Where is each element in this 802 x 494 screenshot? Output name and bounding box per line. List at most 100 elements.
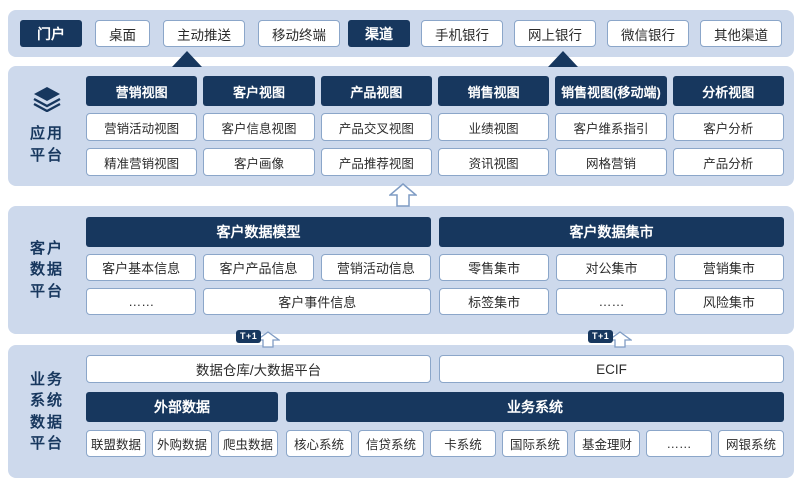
external-item: 联盟数据: [86, 430, 146, 457]
t-plus-1-arrow: T+1: [236, 330, 282, 348]
biz-top-row: 数据仓库/大数据平台 ECIF: [86, 355, 784, 383]
t1-badge: T+1: [588, 330, 614, 343]
channel-label: 渠道: [348, 20, 410, 47]
system-item: 国际系统: [501, 430, 568, 457]
system-item: ……: [646, 430, 713, 457]
mart-item: 零售集市: [439, 254, 550, 281]
view-column: 分析视图 客户分析 产品分析: [672, 76, 784, 176]
side-label-line: 系统: [29, 392, 64, 410]
view-item: 产品分析: [672, 148, 784, 176]
customer-data-model-section: 客户数据模型 客户基本信息 客户产品信息 营销活动信息 …… 客户事件信息: [86, 217, 431, 315]
mart-item: 风险集市: [673, 288, 784, 315]
external-data-header: 外部数据: [86, 392, 278, 422]
business-systems-header: 业务系统: [285, 392, 784, 422]
up-arrow-icon: [548, 51, 578, 67]
business-systems-band: 业务 系统 数据 平台 数据仓库/大数据平台 ECIF 外部数据 联盟数据 外购…: [8, 345, 794, 478]
channel-item: 微信银行: [607, 20, 689, 47]
external-item: 外购数据: [151, 430, 212, 457]
channel-item: 网上银行: [514, 20, 596, 47]
view-item: 精准营销视图: [86, 148, 198, 176]
view-header: 分析视图: [672, 76, 784, 106]
portal-label: 门户: [20, 20, 82, 47]
system-item: 网银系统: [718, 430, 785, 457]
business-systems-section: 业务系统 核心系统 信贷系统 卡系统 国际系统 基金理财 …… 网银系统: [285, 392, 785, 457]
mart-item: 营销集市: [673, 254, 784, 281]
channel-item: 手机银行: [421, 20, 503, 47]
application-platform-label: 应用 平台: [8, 66, 86, 186]
view-column: 销售视图 业绩视图 资讯视图: [437, 76, 550, 176]
view-item: 客户分析: [672, 113, 784, 141]
view-item: 网格营销: [555, 148, 667, 176]
view-column: 客户视图 客户信息视图 客户画像: [203, 76, 315, 176]
portal-item: 桌面: [95, 20, 150, 47]
business-systems-label: 业务 系统 数据 平台: [8, 345, 86, 478]
model-item: 营销活动信息: [320, 254, 431, 281]
t-plus-1-arrow: T+1: [588, 330, 634, 348]
view-header: 销售视图: [437, 76, 550, 106]
system-item: 卡系统: [429, 430, 496, 457]
view-item: 资讯视图: [437, 148, 550, 176]
view-header: 销售视图(移动端): [555, 76, 667, 106]
channel-item: 其他渠道: [700, 20, 782, 47]
external-data-section: 外部数据 联盟数据 外购数据 爬虫数据: [86, 392, 278, 457]
business-systems-items: 核心系统 信贷系统 卡系统 国际系统 基金理财 …… 网银系统: [285, 430, 785, 457]
side-label-line: 平台: [29, 434, 64, 452]
view-column: 营销视图 营销活动视图 精准营销视图: [86, 76, 198, 176]
model-item: ……: [86, 288, 197, 315]
system-item: 信贷系统: [357, 430, 424, 457]
up-arrow-icon: [172, 51, 202, 67]
side-label-line: 数据: [29, 261, 64, 279]
portal-channel-band: 门户 桌面 主动推送 移动终端 渠道 手机银行 网上银行 微信银行 其他渠道: [8, 10, 794, 57]
view-column: 销售视图(移动端) 客户维系指引 网格营销: [555, 76, 667, 176]
view-header: 产品视图: [320, 76, 432, 106]
mart-row: 标签集市 …… 风险集市: [439, 288, 784, 315]
portal-item: 主动推送: [163, 20, 245, 47]
side-label-line: 平台: [29, 146, 64, 164]
model-row: …… 客户事件信息: [86, 288, 431, 315]
biz-sections: 数据仓库/大数据平台 ECIF 外部数据 联盟数据 外购数据 爬虫数据 业务系统…: [86, 355, 785, 457]
side-label-line: 业务: [29, 370, 64, 388]
view-item: 业绩视图: [437, 113, 550, 141]
model-item: 客户基本信息: [86, 254, 197, 281]
external-data-items: 联盟数据 外购数据 爬虫数据: [86, 430, 278, 457]
view-item: 营销活动视图: [86, 113, 198, 141]
side-label-line: 应用: [29, 125, 64, 143]
ecif-box: ECIF: [439, 355, 784, 383]
external-item: 爬虫数据: [217, 430, 278, 457]
customer-data-mart-section: 客户数据集市 零售集市 对公集市 营销集市 标签集市 …… 风险集市: [439, 217, 784, 315]
mart-item: ……: [556, 288, 667, 315]
cdp-sections: 客户数据模型 客户基本信息 客户产品信息 营销活动信息 …… 客户事件信息 客户…: [86, 217, 784, 315]
t1-badge: T+1: [236, 330, 262, 343]
view-columns: 营销视图 营销活动视图 精准营销视图 客户视图 客户信息视图 客户画像 产品视图…: [86, 76, 784, 176]
customer-data-platform-label: 客户 数据 平台: [8, 206, 86, 334]
side-label-line: 客户: [29, 240, 64, 258]
mart-header: 客户数据集市: [439, 217, 784, 247]
view-header: 客户视图: [203, 76, 315, 106]
view-column: 产品视图 产品交叉视图 产品推荐视图: [320, 76, 432, 176]
portal-item: 移动终端: [258, 20, 340, 47]
side-label-line: 平台: [29, 282, 64, 300]
mart-item: 标签集市: [439, 288, 550, 315]
channel-group: 渠道 手机银行 网上银行 微信银行 其他渠道: [348, 20, 782, 47]
side-label-line: 数据: [29, 413, 64, 431]
system-item: 核心系统: [285, 430, 352, 457]
view-header: 营销视图: [86, 76, 198, 106]
model-item: 客户产品信息: [203, 254, 314, 281]
application-platform-band: 应用 平台 营销视图 营销活动视图 精准营销视图 客户视图 客户信息视图 客户画…: [8, 66, 794, 186]
view-item: 产品交叉视图: [320, 113, 432, 141]
view-item: 客户信息视图: [203, 113, 315, 141]
model-row: 客户基本信息 客户产品信息 营销活动信息: [86, 254, 431, 281]
model-item: 客户事件信息: [203, 288, 431, 315]
system-item: 基金理财: [574, 430, 641, 457]
view-item: 客户画像: [203, 148, 315, 176]
model-header: 客户数据模型: [86, 217, 431, 247]
view-item: 客户维系指引: [555, 113, 667, 141]
mart-item: 对公集市: [556, 254, 667, 281]
mart-row: 零售集市 对公集市 营销集市: [439, 254, 784, 281]
layers-icon: [32, 86, 62, 118]
data-warehouse-box: 数据仓库/大数据平台: [86, 355, 431, 383]
portal-group: 门户 桌面 主动推送 移动终端: [20, 20, 340, 47]
up-arrow-outline-icon: [387, 183, 419, 207]
biz-lower-row: 外部数据 联盟数据 外购数据 爬虫数据 业务系统 核心系统 信贷系统 卡系统 国…: [86, 392, 785, 457]
